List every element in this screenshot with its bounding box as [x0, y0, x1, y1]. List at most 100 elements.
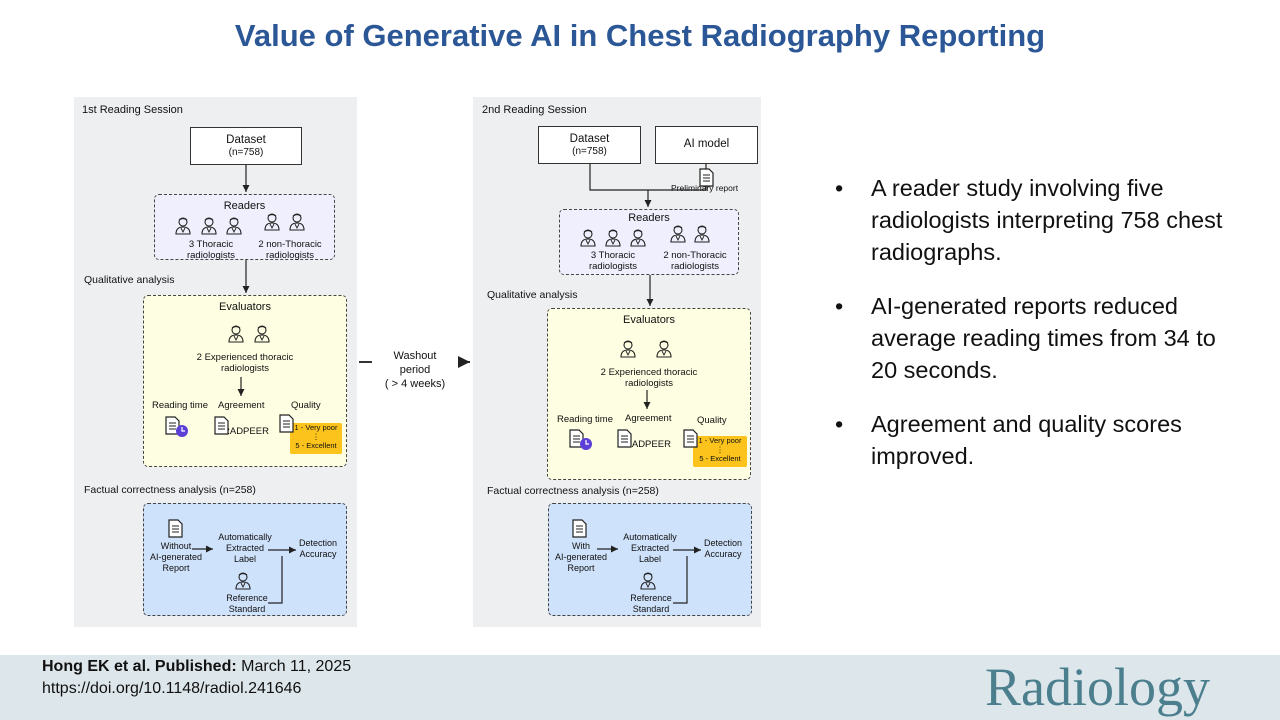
radpeer2-label: RADPEER [625, 439, 671, 450]
person-icon [254, 325, 270, 343]
scale-top: 1 - Very poor [294, 423, 338, 432]
bullet-marker: • [835, 293, 844, 319]
session2-heading: 2nd Reading Session [482, 104, 587, 116]
detection-label: Detection Accuracy [290, 538, 346, 560]
document-icon [699, 168, 714, 187]
session1-dataset-box: Dataset (n=758) [190, 127, 302, 165]
preliminary-report-label: Preliminary report [671, 183, 739, 193]
extracted2-line1: Automatically [623, 532, 677, 542]
evaluators2-heading: Evaluators [623, 314, 675, 326]
detection2-line2: Accuracy [704, 549, 742, 559]
extracted2-label: Automatically Extracted Label [619, 532, 681, 565]
extracted-line3: Label [233, 554, 257, 564]
quality-scale: 1 - Very poor ⋮ 5 - Excellent [290, 423, 342, 454]
washout-line3: ( > 4 weeks) [384, 378, 446, 390]
bullet-text: Agreement and quality scores improved. [871, 411, 1182, 469]
readers2-thoracic-line1: 3 Thoracic [590, 250, 636, 261]
document-icon [572, 519, 587, 538]
radpeer-label: RADPEER [223, 426, 269, 437]
report-line3: Report [162, 563, 190, 573]
citation: Hong EK et al. Published: March 11, 2025… [42, 656, 351, 700]
evaluators2-line2: radiologists [624, 378, 674, 389]
reference-label: Reference Standard [218, 593, 276, 615]
scale2-bottom: 5 - Excellent [699, 454, 741, 463]
person-icon [264, 213, 280, 231]
session1-factual-label: Factual correctness analysis (n=258) [84, 484, 256, 496]
quality-label: Quality [291, 400, 321, 411]
document-icon [683, 429, 698, 448]
radiology-logo: Radiology [985, 657, 1210, 717]
bullet-marker: • [835, 411, 844, 437]
readers-nonthoracic-label: 2 non-Thoracic radiologists [248, 239, 332, 261]
agreement2-label: Agreement [625, 413, 672, 424]
evaluators2-label: 2 Experienced thoracic radiologists [547, 367, 751, 389]
evaluators-line1: 2 Experienced thoracic [196, 352, 294, 363]
extracted-line2: Extracted [225, 543, 265, 553]
person-icon [289, 213, 305, 231]
extracted-line1: Automatically [218, 532, 272, 542]
person-icon [226, 217, 242, 235]
report-line1: Without [160, 541, 192, 551]
readers-nonthoracic-line1: 2 non-Thoracic [258, 239, 322, 250]
document-icon [279, 414, 294, 433]
document-icon [168, 519, 183, 538]
readers2-nonthoracic-label: 2 non-Thoracic radiologists [653, 250, 737, 272]
dataset-label: Dataset [226, 134, 266, 146]
bullet-item: • AI-generated reports reduced average r… [835, 290, 1235, 386]
session2-factual-label: Factual correctness analysis (n=258) [487, 485, 659, 497]
readers-thoracic-line1: 3 Thoracic [188, 239, 234, 250]
person-icon [630, 229, 646, 247]
detection-line2: Accuracy [299, 549, 337, 559]
arrow-icon [268, 556, 283, 604]
arrow-icon [589, 164, 648, 191]
citation-authors: Hong EK et al. Published: [42, 658, 237, 675]
person-icon [201, 217, 217, 235]
readers-heading: Readers [223, 200, 266, 212]
extracted2-line3: Label [638, 554, 662, 564]
reference-line2: Standard [228, 604, 266, 614]
report2-label: With AI-generated Report [551, 541, 611, 574]
report2-line1: With [572, 541, 590, 551]
washout-line2: period [399, 364, 431, 376]
session1-heading: 1st Reading Session [82, 104, 183, 116]
bullet-text: A reader study involving five radiologis… [871, 175, 1223, 265]
scale2-mid: ⋮ [716, 445, 724, 454]
reference2-line2: Standard [632, 604, 670, 614]
scale-mid: ⋮ [312, 432, 320, 441]
readers2-thoracic-label: 3 Thoracic radiologists [568, 250, 658, 272]
bullet-text: AI-generated reports reduced average rea… [871, 293, 1216, 383]
person-icon [670, 225, 686, 243]
person-icon [175, 217, 191, 235]
readers-nonthoracic-line2: radiologists [265, 250, 315, 261]
evaluators-label: 2 Experienced thoracic radiologists [143, 352, 347, 374]
reading-time2-label: Reading time [557, 414, 613, 425]
extracted2-line2: Extracted [630, 543, 670, 553]
doi-link[interactable]: https://doi.org/10.1148/radiol.241646 [42, 680, 302, 697]
readers2-thoracic-line2: radiologists [588, 261, 638, 272]
person-icon [640, 572, 656, 590]
evaluators-heading: Evaluators [219, 301, 271, 313]
citation-line: Hong EK et al. Published: March 11, 2025 [42, 656, 351, 678]
session2-qualitative-label: Qualitative analysis [487, 289, 578, 301]
document-icon [617, 429, 632, 448]
bullet-marker: • [835, 175, 844, 201]
dataset2-n: (n=758) [572, 146, 607, 157]
ai-model-label: AI model [683, 138, 730, 150]
report-line2: AI-generated [149, 552, 203, 562]
person-icon [620, 340, 636, 358]
session2-dataset-box: Dataset (n=758) [538, 126, 641, 164]
session1-qualitative-label: Qualitative analysis [84, 274, 175, 286]
readers2-nonthoracic-line1: 2 non-Thoracic [663, 250, 727, 261]
reference-line1: Reference [226, 593, 268, 603]
scale2-top: 1 - Very poor [698, 436, 742, 445]
report2-line3: Report [567, 563, 595, 573]
person-icon [605, 229, 621, 247]
person-icon [694, 225, 710, 243]
scale-bottom: 5 - Excellent [295, 441, 337, 450]
bullet-item: • Agreement and quality scores improved. [835, 408, 1235, 472]
reading-time-label: Reading time [152, 400, 208, 411]
citation-date: March 11, 2025 [236, 658, 352, 675]
quality2-scale: 1 - Very poor ⋮ 5 - Excellent [693, 436, 747, 467]
washout-line1: Washout [393, 350, 437, 362]
